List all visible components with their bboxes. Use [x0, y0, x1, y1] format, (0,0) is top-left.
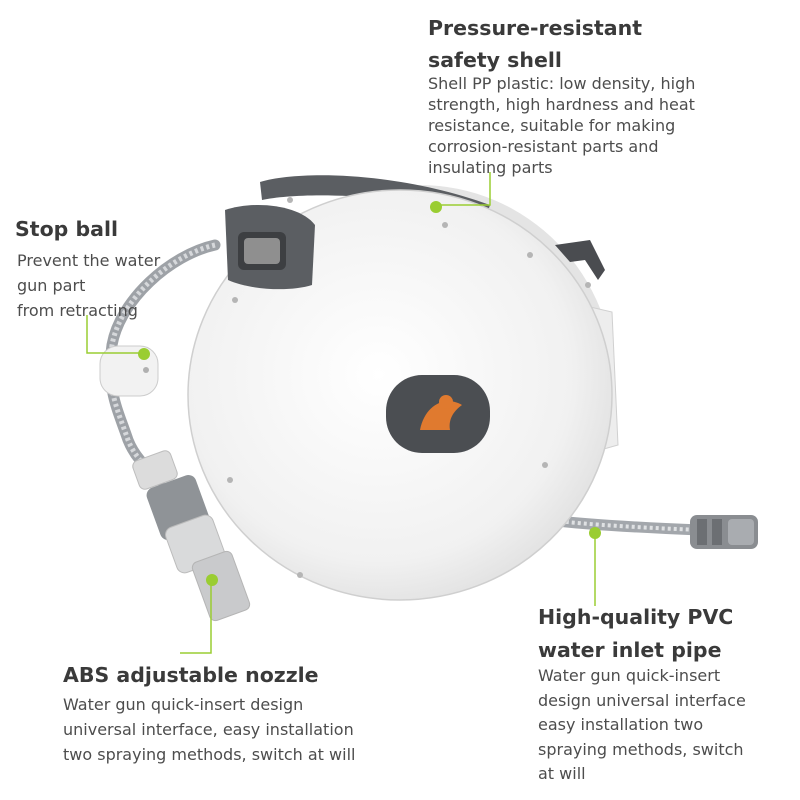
- inlet-hose: [542, 514, 706, 536]
- inlet-pipe-description: Water gun quick-insert design universal …: [538, 666, 746, 783]
- stop-ball-description: Prevent the water gun part from retracti…: [17, 251, 161, 320]
- nozzle-description: Water gun quick-insert design universal …: [63, 695, 356, 764]
- logo-plate: [386, 375, 490, 453]
- nozzle-title: ABS adjustable nozzle: [63, 663, 319, 687]
- stop-ball-title: Stop ball: [15, 217, 119, 241]
- leader-lines: [86, 172, 596, 654]
- inlet-connector: [690, 515, 758, 549]
- inlet-pipe-title: High-quality PVC water inlet pipe: [538, 605, 734, 662]
- hose-guide: [225, 205, 315, 290]
- shell-title: Pressure-resistant safety shell: [428, 16, 643, 72]
- leader-dots: [138, 201, 601, 586]
- nozzle-shape: [132, 450, 251, 622]
- shell-description: Shell PP plastic: low density, high stre…: [428, 74, 696, 177]
- wall-hook: [555, 240, 605, 280]
